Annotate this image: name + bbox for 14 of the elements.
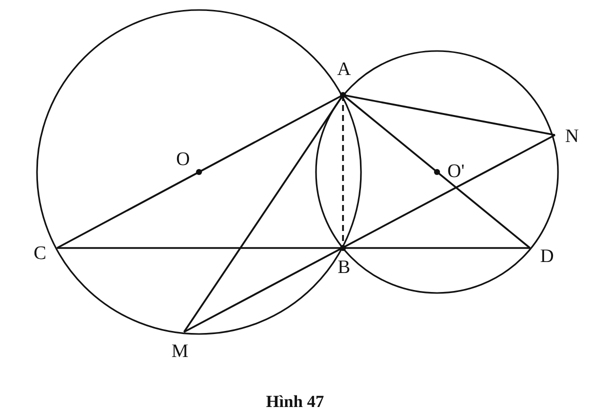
figure-caption: Hình 47 [264,392,326,412]
point-label: M [172,342,188,362]
point-label: A [337,60,351,80]
line-segment [57,247,530,249]
point-label: C [34,244,46,264]
line-segment [184,134,556,333]
line-segment [56,94,344,249]
line-segment [183,94,344,332]
line-segment [342,94,531,249]
point-label: O [176,150,190,170]
point-label: B [338,258,350,278]
point-label: D [540,247,554,267]
point-label: N [565,127,579,147]
point-label: O' [447,162,465,182]
